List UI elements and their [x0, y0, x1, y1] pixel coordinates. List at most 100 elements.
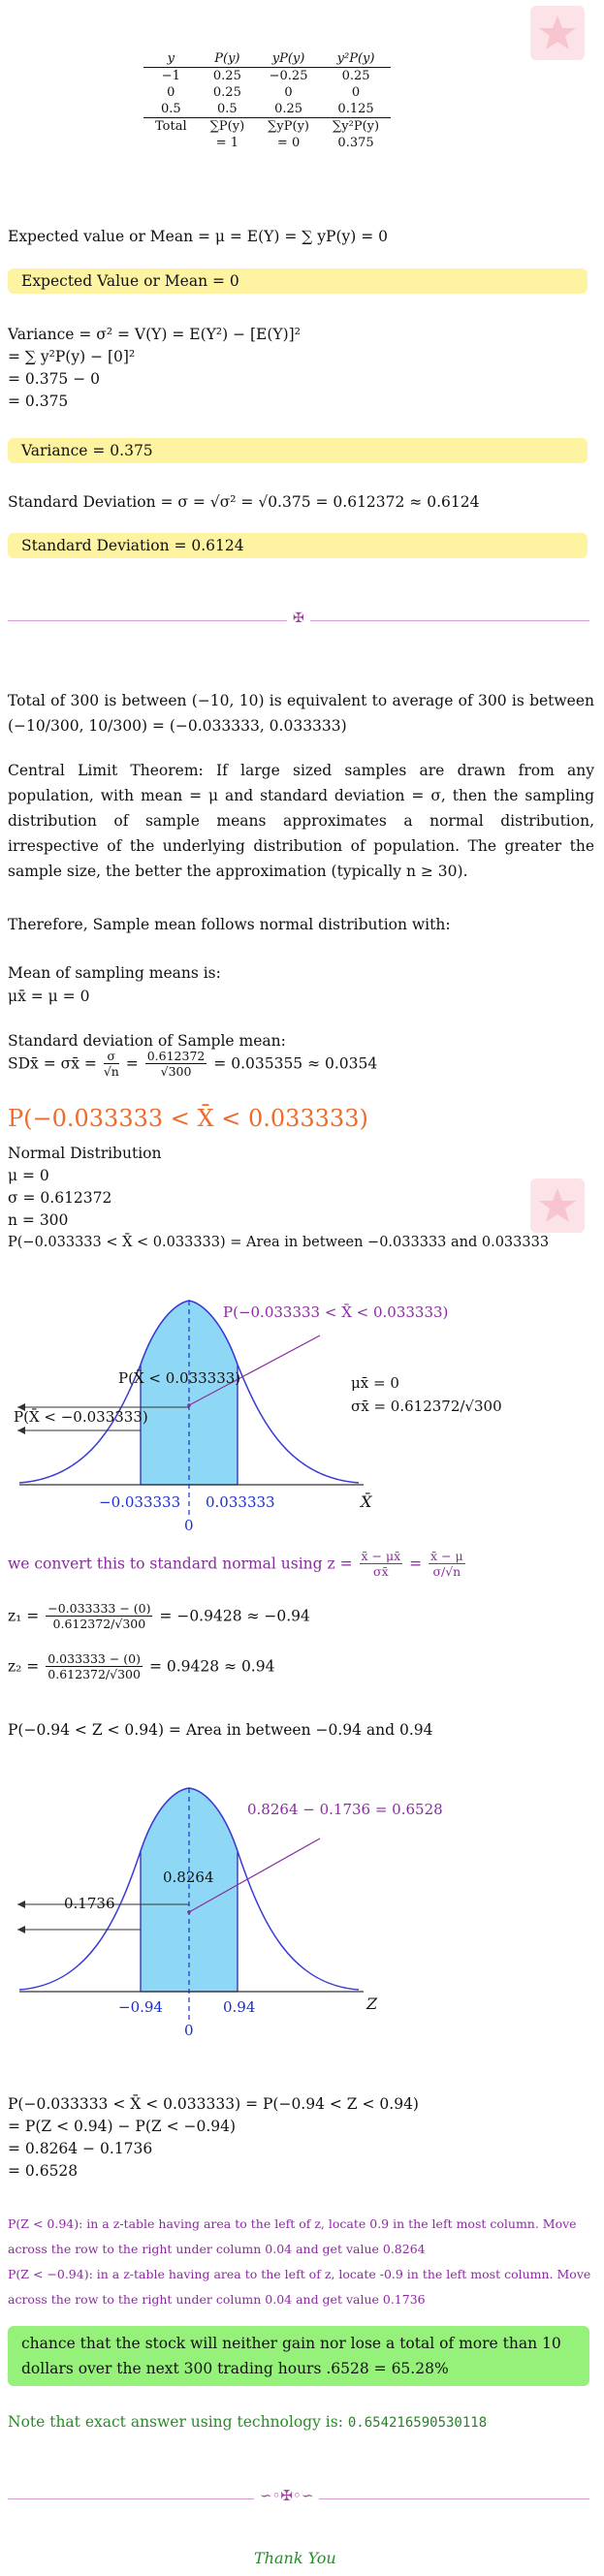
- arrow-head: [17, 1901, 25, 1908]
- graph1-left-label2: P(X̄ < −0.033333): [14, 1408, 148, 1426]
- table-header: P(y): [214, 51, 240, 66]
- graph1-info2: σx̄ = 0.612372/√300: [351, 1398, 502, 1415]
- sd-lhs: SDx̄ = σx̄ =: [8, 1054, 97, 1073]
- table-header: yP(y): [271, 51, 305, 66]
- therefore-text: Therefore, Sample mean follows normal di…: [8, 916, 451, 933]
- nd-line: Normal Distribution: [8, 1145, 162, 1162]
- arrow-head: [17, 1926, 25, 1933]
- mean-sampling-value: μx̄ = μ = 0: [8, 988, 90, 1005]
- table-total-label: Total: [155, 119, 187, 134]
- probability-table: y P(y) yP(y) y²P(y) −1 0.25 −0.25 0.25 0…: [143, 50, 392, 151]
- graph1-left-label1: P(X̄ < 0.033333): [118, 1369, 241, 1387]
- fraction-denominator: 0.612372/√300: [48, 1667, 141, 1681]
- fraction: −0.033333 − (0)0.612372/√300: [46, 1601, 153, 1631]
- fraction: 0.612372√300: [144, 1049, 207, 1079]
- z2-result: = 0.9428 ≈ 0.94: [148, 1657, 275, 1676]
- technology-label: Note that exact answer using technology …: [8, 2413, 343, 2431]
- z1-formula: z₁ = −0.033333 − (0)0.612372/√300 = −0.9…: [8, 1601, 310, 1631]
- divider-flourish-icon: ∽◦✠◦∽: [254, 2487, 320, 2504]
- mean-result-highlight: Expected Value or Mean = 0: [8, 268, 588, 294]
- z1-lhs: z₁ =: [8, 1607, 40, 1625]
- sd-sampling-formula: SDx̄ = σx̄ = σ√n = 0.612372√300 = 0.0353…: [8, 1049, 377, 1079]
- table-cell: 0: [351, 85, 361, 100]
- variance-result-highlight: Variance = 0.375: [8, 438, 588, 463]
- mean-sampling-label: Mean of sampling means is:: [8, 964, 221, 982]
- graph2-top-label: 0.8264 − 0.1736 = 0.6528: [247, 1801, 443, 1818]
- z1-result: = −0.9428 ≈ −0.94: [159, 1607, 310, 1625]
- variance-line: = ∑ y²P(y) − [0]²: [8, 348, 136, 365]
- graph2-left-label: 0.1736: [64, 1895, 115, 1912]
- table-header: y: [167, 51, 175, 66]
- table-total-cell: ∑yP(y): [268, 119, 309, 134]
- nd-line: σ = 0.612372: [8, 1189, 112, 1207]
- fraction-numerator: 0.033333 − (0): [46, 1651, 143, 1667]
- table-total-cell: ∑y²P(y): [333, 119, 380, 134]
- table-cell: −1: [161, 69, 180, 83]
- fraction-numerator: −0.033333 − (0): [46, 1601, 153, 1617]
- table-total-value: = 1: [215, 136, 239, 150]
- z-area-text: P(−0.94 < Z < 0.94) = Area in between −0…: [8, 1721, 433, 1739]
- mean-formula: Expected value or Mean = μ = E(Y) = ∑ yP…: [8, 228, 389, 245]
- fraction-numerator: σ: [103, 1049, 119, 1064]
- final-line: = 0.8264 − 0.1736: [8, 2140, 153, 2157]
- fraction-numerator: x̄ − μx̄: [359, 1549, 403, 1564]
- table-total-value: [143, 135, 199, 151]
- table-total-value: = 0: [276, 136, 301, 150]
- fraction-denominator: √n: [103, 1064, 119, 1079]
- table-cell: 0: [284, 85, 293, 100]
- normal-curve-graph-2: [17, 1787, 364, 2023]
- graph1-tick-left: −0.033333: [99, 1493, 181, 1511]
- table-cell: 0.125: [337, 102, 374, 116]
- sd-sampling-label: Standard deviation of Sample mean:: [8, 1032, 286, 1050]
- equals-sign: =: [409, 1555, 423, 1573]
- arrow-head: [17, 1427, 25, 1434]
- divider-ornament-icon: ✠: [287, 611, 310, 626]
- sd-formula: Standard Deviation = σ = √σ² = √0.375 = …: [8, 493, 480, 511]
- pointer-dot: [187, 1910, 191, 1914]
- convert-text-row: we convert this to standard normal using…: [8, 1549, 467, 1579]
- table-total-value: 0.375: [337, 136, 374, 150]
- graph2-tick-zero: 0: [184, 2022, 194, 2039]
- final-line: P(−0.033333 < X̄ < 0.033333) = P(−0.94 <…: [8, 2095, 419, 2113]
- convert-text: we convert this to standard normal using…: [8, 1555, 353, 1573]
- technology-value: 0.654216590530118: [347, 2415, 488, 2431]
- fraction: σ√n: [103, 1049, 119, 1079]
- fraction-denominator: √300: [160, 1064, 192, 1079]
- sd-result-highlight: Standard Deviation = 0.6124: [8, 533, 588, 558]
- graph1-tick-right: 0.033333: [206, 1493, 275, 1511]
- fraction-denominator: σ/√n: [432, 1564, 461, 1579]
- fraction: x̄ − μx̄σx̄: [359, 1549, 403, 1579]
- thank-you-text: Thank You: [254, 2549, 336, 2567]
- table-cell: 0.25: [212, 69, 241, 83]
- table-cell: −0.25: [269, 69, 308, 83]
- variance-line: = 0.375: [8, 393, 69, 410]
- graph1-tick-zero: 0: [184, 1517, 194, 1534]
- fraction-numerator: 0.612372: [144, 1049, 207, 1064]
- graph2-tick-left: −0.94: [118, 1998, 163, 2016]
- arrow-head: [17, 1403, 25, 1411]
- table-total-cell: ∑P(y): [209, 119, 245, 134]
- graph1-axis-label: X̄: [361, 1492, 372, 1511]
- nd-line: μ = 0: [8, 1167, 49, 1184]
- table-cell: 0.25: [212, 85, 241, 100]
- z2-formula: z₂ = 0.033333 − (0)0.612372/√300 = 0.942…: [8, 1651, 274, 1681]
- fraction-denominator: σx̄: [373, 1564, 389, 1579]
- fraction-denominator: 0.612372/√300: [52, 1617, 146, 1631]
- variance-line: Variance = σ² = V(Y) = E(Y²) − [E(Y)]²: [8, 326, 301, 343]
- technology-note: Note that exact answer using technology …: [8, 2413, 487, 2431]
- z-table-note-2: P(Z < −0.94): in a z-table having area t…: [8, 2267, 591, 2307]
- variance-line: = 0.375 − 0: [8, 370, 100, 388]
- probability-heading: P(−0.033333 < X̄ < 0.033333): [8, 1105, 368, 1132]
- z-table-note-1: P(Z < 0.94): in a z-table having area to…: [8, 2216, 577, 2256]
- table-header: y²P(y): [336, 51, 375, 66]
- graph1-top-label: P(−0.033333 < X̄ < 0.033333): [223, 1304, 449, 1321]
- pointer-line: [188, 1838, 321, 1913]
- table-cell: 0.5: [217, 102, 238, 116]
- intro-paragraph: Total of 300 is between (−10, 10) is equ…: [8, 692, 594, 735]
- table-cell: 0.25: [274, 102, 303, 116]
- clt-paragraph: Central Limit Theorem: If large sized sa…: [8, 762, 594, 880]
- final-line: = 0.6528: [8, 2162, 79, 2180]
- final-line: = P(Z < 0.94) − P(Z < −0.94): [8, 2118, 237, 2135]
- watermark-logo-top: [530, 6, 585, 60]
